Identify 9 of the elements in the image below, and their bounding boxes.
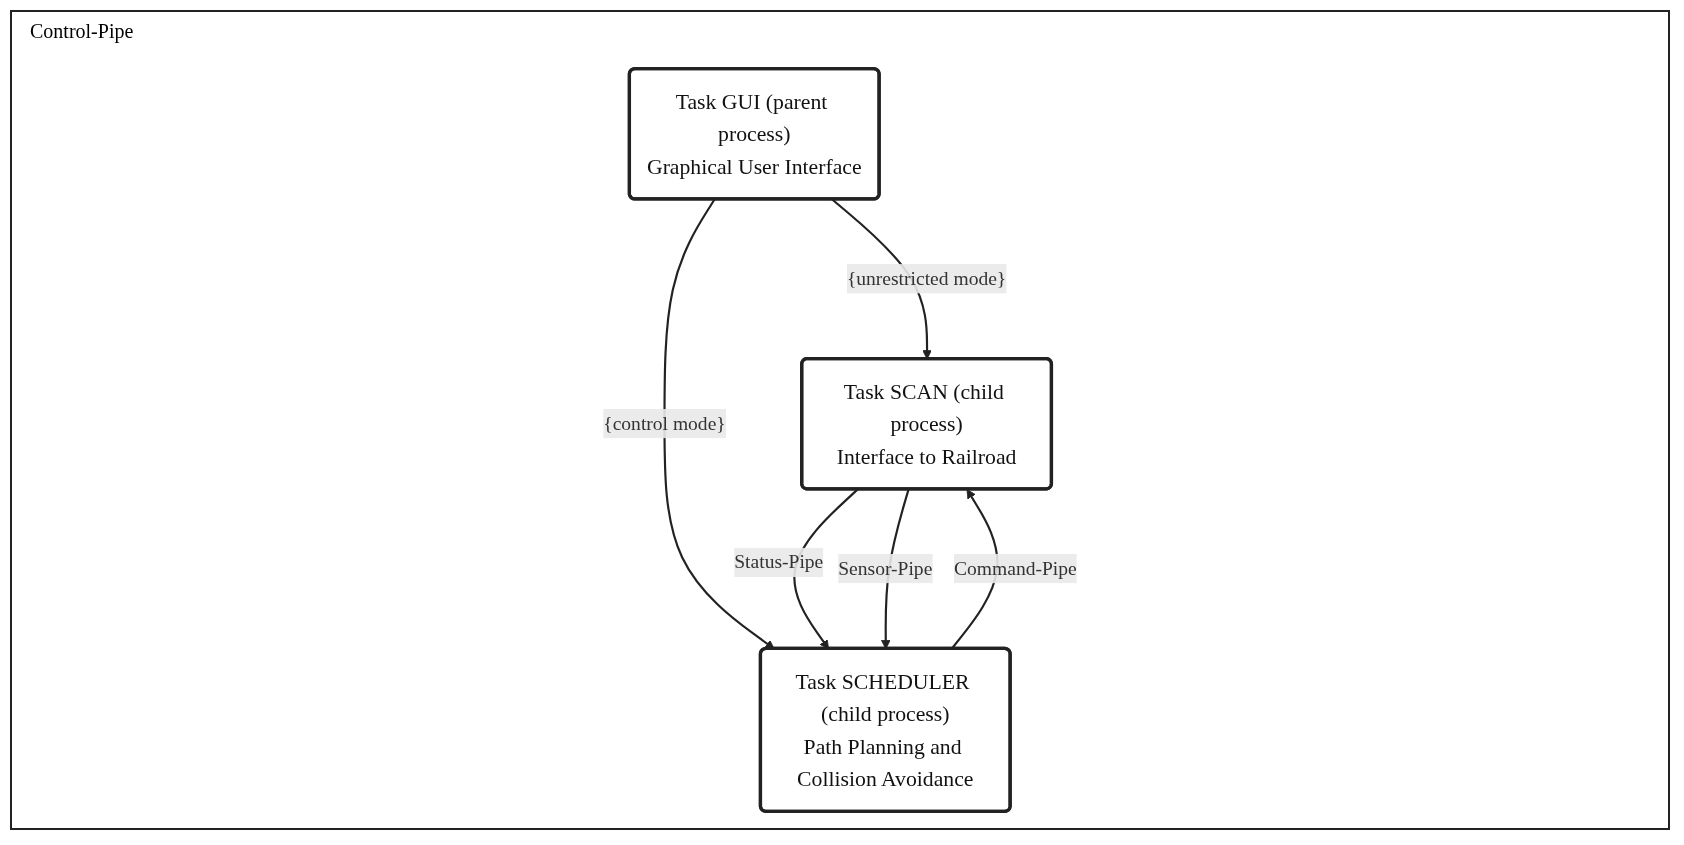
task-box: Task SCHEDULER (child process) Path Planning and Collision Avoidance xyxy=(758,646,1012,813)
edge-label: Command-Pipe xyxy=(954,557,1077,579)
pipe-label: Control-Pipe xyxy=(30,20,134,43)
edge-label: Sensor-Pipe xyxy=(838,557,933,579)
edge-label: {unrestricted mode} xyxy=(846,267,1007,290)
edge-label: {control mode} xyxy=(603,412,726,435)
task-box: Task SCAN (child process) Interface to Railroad xyxy=(800,356,1054,491)
task-box: Task GUI (parent process) Graphical User Interface xyxy=(627,67,881,201)
edge-label: Status-Pipe xyxy=(734,551,824,573)
